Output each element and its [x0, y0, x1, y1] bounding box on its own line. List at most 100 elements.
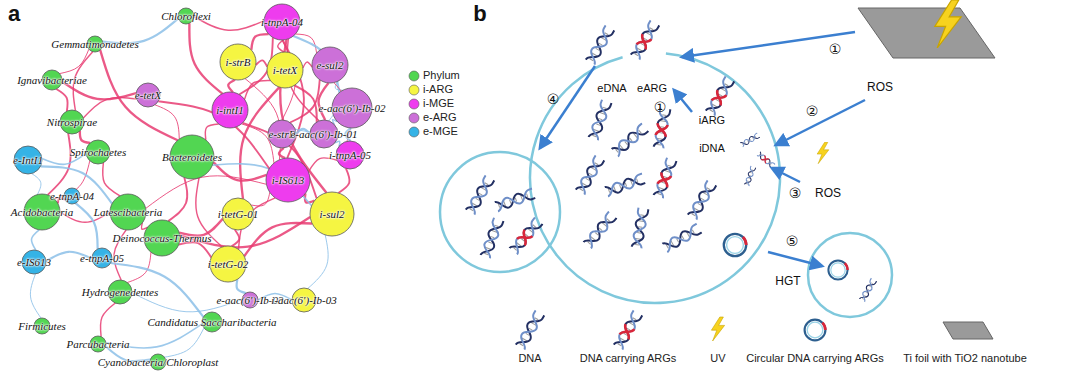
- legend-text: DNA carrying ARGs: [580, 352, 677, 364]
- network-node: i-tetX: [266, 51, 304, 89]
- node-label: e-tnpA-05: [80, 252, 124, 265]
- host-cell: [530, 54, 780, 304]
- legend-icon: [711, 317, 724, 341]
- node-label: i-sul2: [319, 208, 344, 221]
- legend-text: i-ARG: [423, 83, 453, 95]
- legend-swatch: [409, 85, 419, 95]
- node-label: i-tetG-02: [208, 258, 248, 271]
- correlation-link: [251, 34, 268, 50]
- node-circle: [220, 44, 256, 80]
- network-node: Bacteroidetes: [160, 134, 225, 180]
- dna-helix: [859, 278, 876, 302]
- annotation: HGT: [775, 275, 800, 288]
- legend-icon: [614, 310, 643, 350]
- plasmid: [828, 260, 847, 279]
- node-label: e-tetX: [135, 89, 161, 102]
- correlation-link: [318, 83, 328, 120]
- correlation-link: [244, 223, 312, 256]
- arg-helix: [631, 20, 660, 60]
- node-label: Acidobacteria: [11, 206, 73, 219]
- node-label: Bacteroidetes: [162, 151, 222, 164]
- network-node: Ignavibacteriae: [15, 69, 89, 91]
- correlation-link: [290, 80, 320, 123]
- annotation: iARG: [699, 114, 725, 126]
- network-node: Candidatus Saccharibacteria: [145, 311, 279, 333]
- node-circle: [310, 192, 354, 236]
- process-arrow: [772, 168, 800, 182]
- legend-icon: [516, 310, 545, 350]
- dna-helix: [662, 224, 702, 253]
- legend-text: UV: [710, 352, 725, 364]
- network-node: i-strB: [219, 43, 257, 81]
- correlation-link: [83, 97, 136, 118]
- legend-swatch: [409, 71, 419, 81]
- process-arrow: [768, 252, 822, 266]
- network-node: i-tetG-01: [216, 197, 261, 231]
- uv-bolt: [817, 142, 829, 163]
- annotation: eDNA: [597, 82, 626, 94]
- legend-text: Ti foil with TiO2 nanotube: [903, 352, 1027, 364]
- dna-helix: [688, 180, 717, 220]
- plasmid: [724, 234, 746, 256]
- step-number: ⑤: [786, 234, 799, 249]
- legend-text: Circular DNA carrying ARGs: [746, 352, 884, 364]
- legend-icon: [943, 322, 993, 339]
- node-label: Firmicutes: [18, 320, 66, 333]
- network-node: Spirochaetes: [68, 139, 129, 165]
- dna-fragment: [757, 152, 776, 169]
- network-node: Chloroflexi: [159, 7, 213, 25]
- correlation-link: [256, 60, 268, 67]
- network-node: e-sul2: [311, 46, 349, 84]
- correlation-link: [80, 131, 90, 143]
- node-label: i-intI1: [216, 104, 244, 117]
- correlation-link: [232, 230, 240, 247]
- node-label: Hydrogenedentes: [82, 286, 159, 299]
- correlation-link: [338, 168, 349, 193]
- step-number: ④: [547, 92, 560, 107]
- correlation-link: [305, 193, 315, 202]
- network-node: i-tnpA-05: [327, 140, 374, 170]
- step-number: ②: [806, 104, 819, 119]
- node-label: i-strB: [225, 56, 250, 69]
- legend-swatch: [408, 70, 420, 82]
- correlation-link: [168, 178, 187, 221]
- correlation-link: [228, 80, 235, 92]
- network-node: e-IS613: [15, 249, 54, 275]
- network-node: e-IntI1: [11, 145, 45, 175]
- correlation-link: [40, 166, 112, 203]
- network-node: i-sul2: [309, 191, 355, 237]
- node-label: i-tnpA-05: [329, 149, 371, 162]
- correlation-link: [100, 303, 115, 337]
- legend-swatch: [409, 99, 419, 109]
- step-number: ①: [654, 100, 667, 115]
- arg-helix: [653, 157, 676, 198]
- correlation-link: [164, 328, 204, 357]
- correlation-link: [189, 23, 222, 93]
- legend-text: Phylum: [423, 69, 460, 81]
- node-circle: [267, 52, 303, 88]
- process-arrow: [776, 100, 865, 145]
- link-group: [30, 16, 352, 361]
- network-node: Cyanobacteria/Chloroplast: [96, 353, 221, 371]
- dna-helix: [611, 123, 648, 156]
- correlation-link: [205, 124, 219, 140]
- step-number: ③: [789, 186, 802, 201]
- correlation-link: [251, 192, 270, 206]
- tio2-foil: [858, 8, 995, 58]
- node-label: e-sul2: [317, 59, 344, 72]
- node-label: Spirochaetes: [70, 146, 126, 159]
- correlation-link: [56, 89, 67, 111]
- legend-swatch: [408, 112, 420, 124]
- network-node: e-tnpA-04: [48, 187, 96, 205]
- correlation-link: [31, 230, 39, 250]
- dna-helix: [586, 25, 615, 65]
- network-node: Firmicutes: [16, 317, 68, 335]
- network-node: e-tnpA-05: [78, 247, 126, 269]
- legend-swatch: [409, 127, 419, 137]
- correlation-link: [100, 50, 177, 140]
- node-label: e-IS613: [17, 256, 51, 269]
- panel-letter: b: [473, 2, 486, 26]
- correlation-link: [179, 242, 212, 257]
- annotation: ROS: [867, 81, 893, 94]
- annotation: ROS: [815, 187, 841, 200]
